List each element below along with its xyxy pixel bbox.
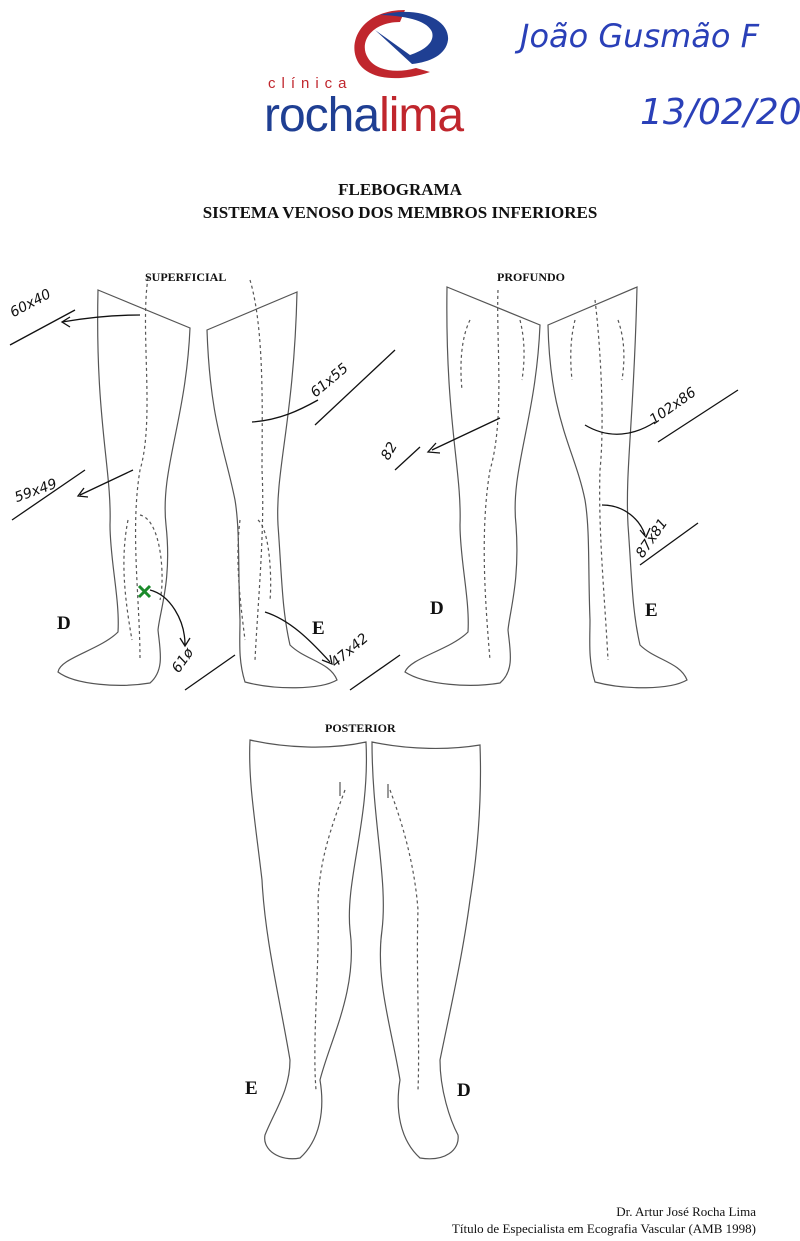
side-posterior-d: D bbox=[457, 1080, 471, 1101]
leg-profundo-e bbox=[547, 286, 688, 689]
marker-x-icon bbox=[137, 584, 152, 599]
logo-lima: lima bbox=[379, 89, 464, 142]
logo-emblem bbox=[354, 10, 449, 79]
side-profundo-e: E bbox=[645, 600, 658, 621]
logo-rocha: rocha bbox=[264, 89, 380, 142]
logo-clinica: clínica bbox=[268, 75, 353, 92]
patient-name: João Gusmão F bbox=[520, 17, 760, 55]
leg-superficial-e bbox=[206, 291, 338, 689]
side-posterior-e: E bbox=[245, 1078, 258, 1099]
date: 13/02/20 bbox=[640, 92, 800, 133]
side-superficial-e: E bbox=[312, 618, 325, 639]
leg-superficial-d bbox=[57, 289, 191, 686]
footer-title: Título de Especialista em Ecografia Vasc… bbox=[451, 1221, 756, 1236]
footer-doctor: Dr. Artur José Rocha Lima bbox=[616, 1204, 756, 1219]
title-line-1: FLEBOGRAMA bbox=[338, 180, 462, 199]
title-line-2: SISTEMA VENOSO DOS MEMBROS INFERIORES bbox=[202, 203, 598, 222]
annotation-arrows bbox=[9, 309, 739, 691]
leg-profundo-d bbox=[404, 286, 541, 686]
leg-posterior-e bbox=[249, 739, 368, 1160]
label-superficial: SUPERFICIAL bbox=[145, 270, 227, 284]
label-posterior: POSTERIOR bbox=[325, 721, 396, 735]
label-profundo: PROFUNDO bbox=[497, 270, 565, 284]
logo-rochalima: rochalima bbox=[264, 92, 464, 140]
side-profundo-d: D bbox=[430, 598, 444, 619]
leg-posterior-d bbox=[371, 741, 482, 1160]
side-superficial-d: D bbox=[57, 613, 71, 634]
